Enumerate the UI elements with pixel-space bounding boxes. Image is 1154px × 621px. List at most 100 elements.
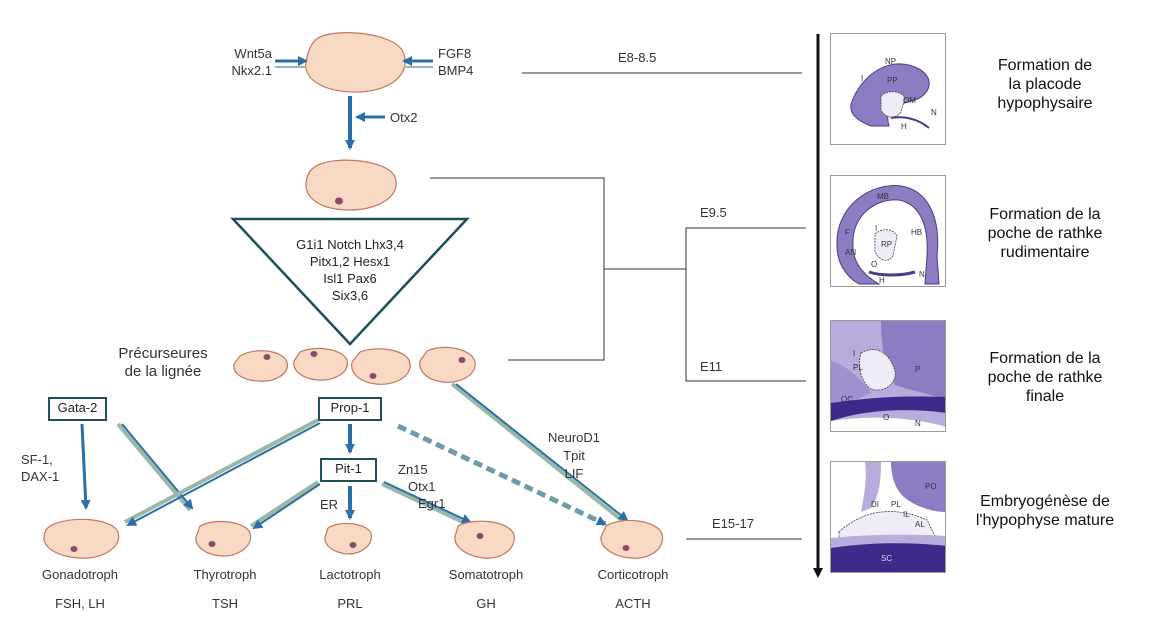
panel-label: O: [871, 260, 877, 269]
stage-panel-rudimentary-pouch: MB HB F AN I RP O H N: [830, 175, 946, 287]
panel-label: AL: [915, 520, 925, 529]
inducer-nkx21: Nkx2.1: [214, 63, 272, 78]
stage-title-mature: Embryogénèse de l'hypophyse mature: [960, 492, 1130, 530]
nucleus: [311, 351, 318, 357]
stage-title-placode: Formation de la placode hypophysaire: [960, 56, 1130, 113]
nucleus: [71, 546, 78, 552]
panel-label: AN: [845, 248, 856, 257]
hormone-thyrotroph: TSH: [175, 596, 275, 611]
stage-panel-placode: NP PP OM I N H: [830, 33, 946, 145]
stage-panel-mature: PO DI PL IL AL SC: [830, 461, 946, 573]
cell-corticotroph: [601, 520, 663, 558]
timepoint-e15: E15-17: [712, 516, 754, 531]
nucleus: [459, 357, 466, 363]
panel-label: PO: [925, 482, 937, 491]
stage-panel-final-pouch: I PL P OC O N: [830, 320, 946, 432]
factor-er: ER: [320, 497, 338, 512]
hormone-corticotroph: ACTH: [583, 596, 683, 611]
nucleus: [335, 198, 343, 205]
panel-label: SC: [881, 554, 892, 563]
panel-label: O: [883, 413, 889, 422]
cell-name-thyrotroph: Thyrotroph: [175, 567, 275, 582]
panel-label: RP: [881, 240, 892, 249]
factor-lif: LIF: [534, 466, 614, 481]
stage-title-line: l'hypophyse mature: [960, 511, 1130, 530]
panel-label: I: [861, 74, 863, 83]
stage-title-line: poche de rathke: [960, 224, 1130, 243]
cell-name-lactotroph: Lactotroph: [300, 567, 400, 582]
inducer-bmp4: BMP4: [438, 63, 473, 78]
factor-line-4: Six3,6: [235, 287, 465, 304]
stage-title-line: Formation de la: [960, 349, 1130, 368]
panel-label: NP: [885, 57, 896, 66]
time-axis-arrowhead: [813, 568, 823, 578]
stage-title-final: Formation de la poche de rathke finale: [960, 349, 1130, 406]
panel-illustration: [831, 34, 946, 145]
panel-label: PL: [853, 363, 863, 372]
panel-label: OC: [841, 395, 853, 404]
panel-label: H: [879, 276, 885, 285]
factor-line-2: Pitx1,2 Hesx1: [235, 253, 465, 270]
stage-title-line: Formation de: [960, 56, 1130, 75]
arrow-wnt5a: [275, 61, 306, 67]
stage-title-line: poche de rathke: [960, 368, 1130, 387]
hormone-gonadotroph: FSH, LH: [30, 596, 130, 611]
stage-title-line: finale: [960, 387, 1130, 406]
panel-label: F: [845, 228, 850, 237]
nucleus: [623, 545, 630, 551]
factor-dax1: DAX-1: [21, 469, 59, 484]
precursors-label-1: Précurseures: [98, 345, 228, 363]
cell-placode: [306, 33, 405, 92]
panel-label: N: [919, 270, 925, 279]
stage-title-line: hypophysaire: [960, 94, 1130, 113]
factor-otx1: Otx1: [408, 479, 435, 494]
panel-label: P: [915, 365, 920, 374]
factor-zn15: Zn15: [398, 462, 428, 477]
nucleus: [209, 541, 216, 547]
nucleus: [350, 542, 357, 548]
inducer-fgf8: FGF8: [438, 46, 471, 61]
pit1-box: Pit-1: [320, 458, 377, 482]
prop1-box: Prop-1: [318, 397, 382, 421]
precursors-label-2: de la lignée: [98, 363, 228, 381]
arrow-fgf8: [404, 61, 433, 67]
factor-line-3: Isl1 Pax6: [235, 270, 465, 287]
cell-progenitor: [306, 160, 396, 210]
precursor-cell-3: [352, 349, 410, 384]
panel-label: N: [915, 419, 921, 428]
panel-label: H: [901, 122, 907, 131]
panel-label: I: [853, 349, 855, 358]
timepoint-e11: E11: [700, 359, 722, 374]
nucleus: [370, 373, 377, 379]
inducer-wnt5a: Wnt5a: [214, 46, 272, 61]
panel-label: DI: [871, 500, 879, 509]
panel-label: PP: [887, 76, 898, 85]
precursor-cell-1: [234, 351, 288, 381]
factor-egr1: Egr1: [418, 496, 445, 511]
cell-name-corticotroph: Corticotroph: [583, 567, 683, 582]
stage-title-rudimentary: Formation de la poche de rathke rudiment…: [960, 205, 1130, 262]
arrow-prop1-gonadotroph: [125, 420, 320, 525]
hormone-lactotroph: PRL: [300, 596, 400, 611]
stage-title-line: rudimentaire: [960, 243, 1130, 262]
hormone-somatotroph: GH: [436, 596, 536, 611]
cell-thyrotroph: [196, 522, 251, 557]
nucleus: [264, 354, 271, 360]
nucleus: [477, 533, 484, 539]
factor-otx2: Otx2: [390, 110, 417, 125]
factor-sf1: SF-1,: [21, 452, 53, 467]
factor-line-1: G1i1 Notch Lhx3,4: [235, 236, 465, 253]
factor-tpit: Tpit: [534, 448, 614, 463]
panel-label: IL: [903, 510, 910, 519]
stage-title-line: Formation de la: [960, 205, 1130, 224]
cell-lactotroph: [325, 523, 371, 554]
cell-name-gonadotroph: Gonadotroph: [30, 567, 130, 582]
cell-somatotroph: [455, 521, 514, 558]
panel-label: I: [875, 224, 877, 233]
precursor-cell-4: [420, 347, 475, 382]
timepoint-e8: E8-8.5: [618, 50, 656, 65]
panel-label: PL: [891, 500, 901, 509]
panel-label: N: [931, 108, 937, 117]
stage-title-line: la placode: [960, 75, 1130, 94]
